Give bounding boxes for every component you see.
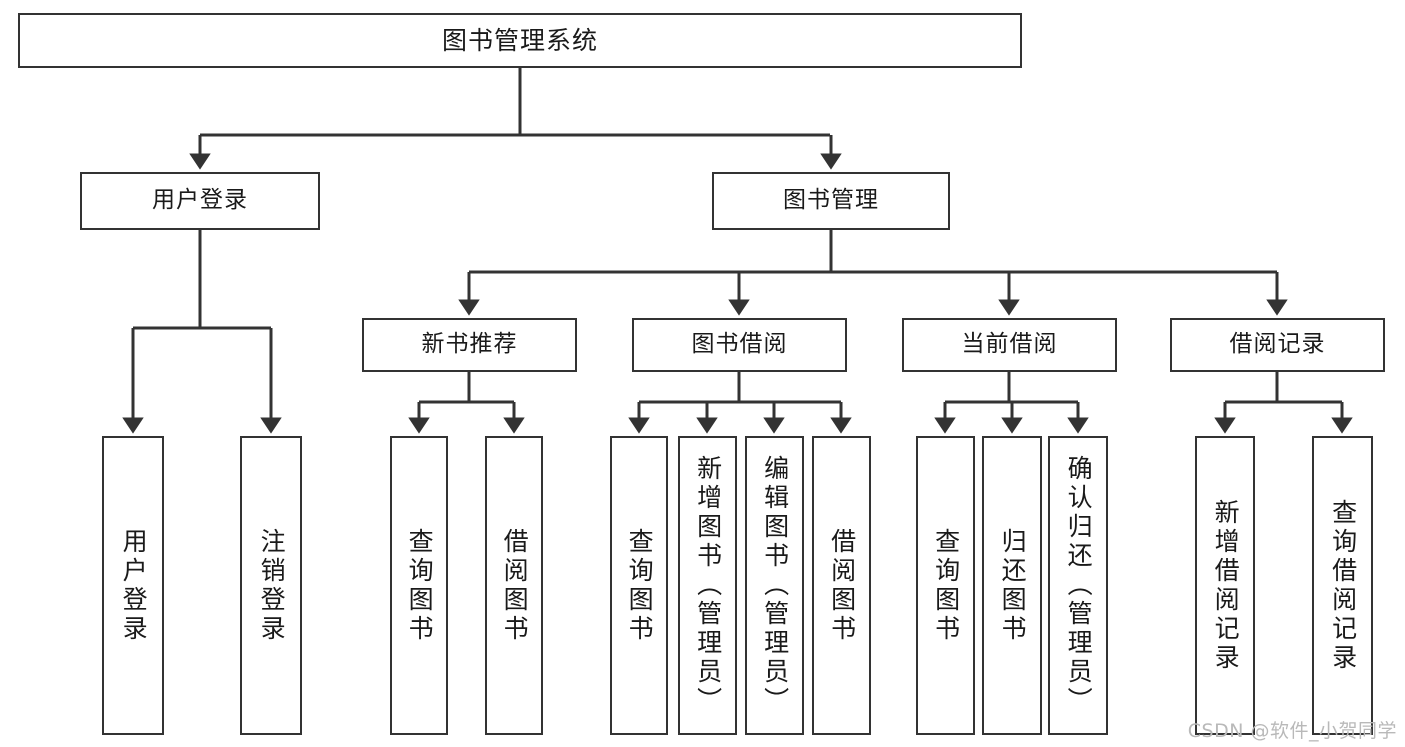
node-label: 借阅图书 <box>500 527 530 644</box>
node-label: 编辑图书（管理员） <box>760 455 790 716</box>
node-leaf-return-book[interactable]: 归还图书 <box>982 436 1042 735</box>
node-label: 图书借阅 <box>691 331 788 358</box>
node-leaf-query-books-borrow[interactable]: 查询图书 <box>610 436 668 735</box>
node-label: 注销登录 <box>257 527 287 644</box>
node-label: 图书管理系统 <box>441 25 598 55</box>
node-leaf-add-borrow-record[interactable]: 新增借阅记录 <box>1195 436 1255 735</box>
node-leaf-confirm-return-admin[interactable]: 确认归还（管理员） <box>1048 436 1108 735</box>
watermark: CSDN @软件_小贺同学 <box>1187 720 1397 742</box>
node-label: 查询图书 <box>931 527 961 644</box>
node-leaf-user-login[interactable]: 用户登录 <box>102 436 164 735</box>
node-label: 图书管理 <box>783 187 879 214</box>
node-level3-borrow-records[interactable]: 借阅记录 <box>1170 318 1385 372</box>
node-label: 借阅图书 <box>827 527 857 644</box>
node-label: 借阅记录 <box>1229 331 1326 358</box>
node-leaf-logout[interactable]: 注销登录 <box>240 436 302 735</box>
node-level3-book-borrow[interactable]: 图书借阅 <box>632 318 847 372</box>
node-root[interactable]: 图书管理系统 <box>18 13 1022 68</box>
node-label: 用户登录 <box>152 187 248 214</box>
node-level2-book-management[interactable]: 图书管理 <box>712 172 950 230</box>
node-label: 确认归还（管理员） <box>1064 455 1094 716</box>
node-level3-new-book-recommend[interactable]: 新书推荐 <box>362 318 577 372</box>
node-level2-user-login[interactable]: 用户登录 <box>80 172 320 230</box>
node-leaf-borrow-books-recommend[interactable]: 借阅图书 <box>485 436 543 735</box>
node-label: 查询借阅记录 <box>1328 498 1358 673</box>
node-leaf-query-books-current[interactable]: 查询图书 <box>916 436 975 735</box>
node-label: 新增图书（管理员） <box>693 455 723 716</box>
node-label: 新增借阅记录 <box>1211 498 1241 673</box>
node-leaf-add-book-admin[interactable]: 新增图书（管理员） <box>678 436 737 735</box>
node-label: 用户登录 <box>119 527 149 644</box>
node-leaf-edit-book-admin[interactable]: 编辑图书（管理员） <box>745 436 804 735</box>
node-label: 查询图书 <box>405 527 435 644</box>
node-leaf-query-borrow-record[interactable]: 查询借阅记录 <box>1312 436 1373 735</box>
node-level3-current-borrow[interactable]: 当前借阅 <box>902 318 1117 372</box>
node-leaf-query-books-recommend[interactable]: 查询图书 <box>390 436 448 735</box>
node-label: 查询图书 <box>625 527 655 644</box>
node-label: 归还图书 <box>998 527 1028 644</box>
node-label: 当前借阅 <box>961 331 1058 358</box>
node-label: 新书推荐 <box>421 331 518 358</box>
node-leaf-borrow-book[interactable]: 借阅图书 <box>812 436 871 735</box>
